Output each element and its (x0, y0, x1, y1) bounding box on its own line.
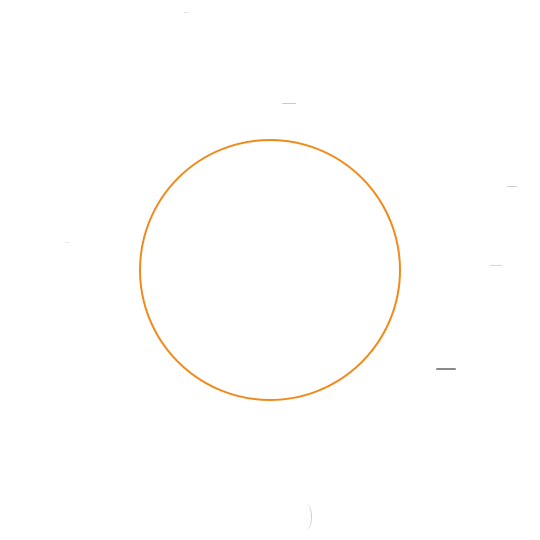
artifact-speck (65, 242, 69, 243)
orange-ring-indicator (139, 139, 401, 401)
artifact-speck (282, 103, 296, 104)
artifact-arc (300, 504, 312, 530)
artifact-speck (507, 186, 517, 187)
artifact-speck (184, 12, 188, 13)
artifact-speck (436, 368, 456, 370)
artifact-speck (490, 265, 502, 266)
